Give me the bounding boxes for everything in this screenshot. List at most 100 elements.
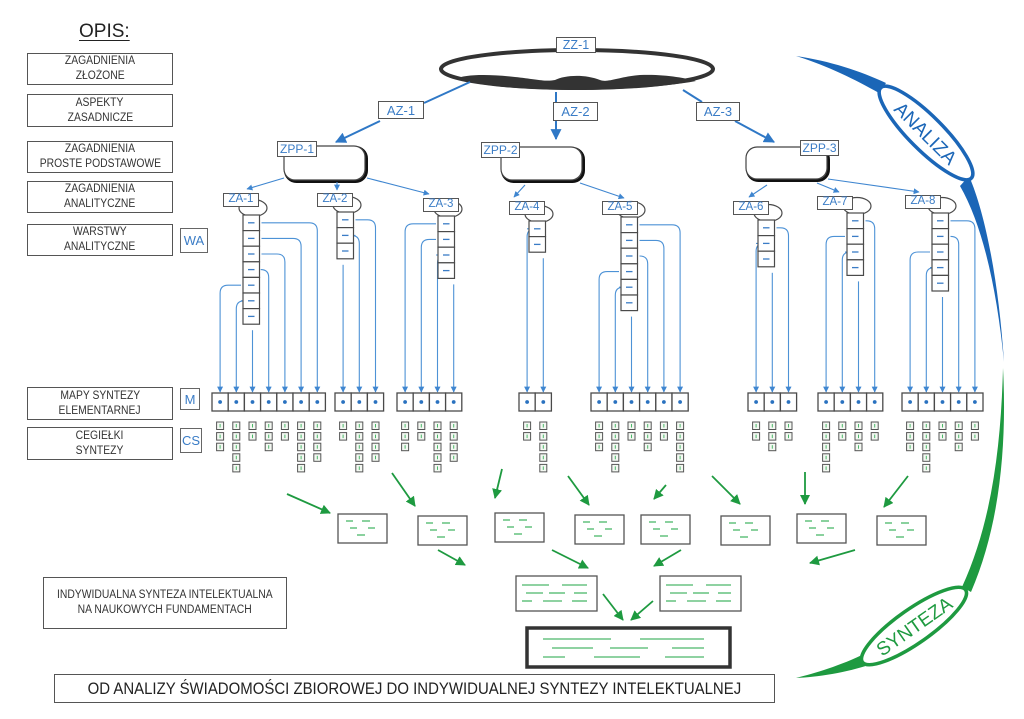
- analysis-arc-lower: [960, 176, 1004, 362]
- synthesis-map-dot: [613, 400, 618, 404]
- analytic-issue-label: ZA-4: [509, 201, 545, 215]
- synthesis-map-dot: [908, 400, 912, 404]
- legend-line: ZAGADNIENIA: [64, 143, 136, 155]
- analytic-issue-group: [817, 196, 884, 473]
- elementary-synthesis-box: [574, 514, 625, 545]
- analytic-issue-group: [901, 196, 984, 473]
- layer-connector: [261, 253, 288, 393]
- synthesis-arrow: [492, 468, 503, 499]
- synthesis-arrow: [883, 475, 909, 508]
- elementary-synthesis-box: [876, 515, 927, 546]
- synthesis-map-dot: [754, 400, 758, 404]
- analytic-issue-group: [211, 198, 327, 473]
- legend-tag-cs: CS: [180, 428, 202, 453]
- elementary-synthesis-box-frame: [720, 515, 771, 546]
- synthesis-map-dot: [872, 400, 877, 404]
- layer-connector: [217, 284, 241, 393]
- layer-connector: [596, 271, 619, 393]
- synthesis-map-dot: [283, 400, 287, 404]
- legend-line: ELEMENTARNEJ: [58, 404, 142, 417]
- synthesis-arrow: [653, 484, 667, 500]
- legend-line: WARSTWY: [73, 226, 127, 238]
- synthesis-arrow: [809, 549, 856, 566]
- synthesis-map-dot: [266, 400, 271, 404]
- synthesis-map-dot: [924, 400, 929, 404]
- analytic-issue-label: ZA-7: [817, 196, 853, 210]
- elementary-synthesis-box-frame: [876, 515, 927, 546]
- arrow-zpp2-za5: [579, 182, 625, 200]
- basic-issue-box-2: [500, 146, 585, 183]
- analysis-arc-upper: [796, 56, 886, 93]
- synthesis-map-dot: [403, 400, 407, 404]
- synthesis-map-dot: [315, 400, 320, 404]
- synthesis-map-dot: [973, 400, 977, 404]
- elementary-synthesis-box: [337, 513, 388, 544]
- analytic-issue-label: ZA-2: [317, 193, 353, 207]
- synthesis-arrow: [437, 549, 466, 566]
- legend-line: ANALITYCZNE: [64, 198, 136, 210]
- diagram-title: OD ANALIZY ŚWIADOMOŚCI ZBIOROWEJ DO INDY…: [54, 674, 775, 703]
- layer-connector: [402, 223, 436, 393]
- synthesis-map-dot: [956, 400, 961, 404]
- basic-issue-label-3: ZPP-3: [800, 140, 839, 156]
- aspect-label-3: AZ-3: [696, 102, 740, 121]
- layer-connector: [639, 255, 651, 393]
- layer-connector: [418, 238, 436, 393]
- layer-connector: [261, 222, 321, 393]
- synthesis-map-dot: [824, 400, 828, 404]
- elementary-synthesis-box-frame: [494, 512, 545, 543]
- legend-basic-issues: ZAGADNIENIA PROSTE PODSTAWOWE: [27, 141, 173, 173]
- arrow-az3-zpp3: [734, 120, 775, 143]
- synthesis-map-dot: [629, 400, 634, 404]
- generated-structure: [211, 195, 984, 669]
- analytic-issue-group: [332, 195, 385, 473]
- layer-connector: [261, 237, 305, 393]
- legend-line: NA NAUKOWYCH FUNDAMENTACH: [77, 604, 253, 616]
- synthesis-map-dot: [786, 400, 791, 404]
- synthesis-map-dot: [435, 400, 440, 404]
- synthesis-arrows: [286, 468, 909, 621]
- layer-connector: [865, 220, 878, 393]
- elementary-synthesis-box: [640, 514, 691, 545]
- layer-connector: [823, 235, 845, 393]
- legend-line: CEGIEŁKI: [76, 429, 124, 442]
- arrow-zpp3-za7: [816, 182, 840, 193]
- analytic-issue-label: ZA-1: [223, 193, 259, 207]
- synthesis-map-dot: [341, 400, 345, 404]
- individual-synthesis-box: [525, 626, 732, 669]
- aspect-label-2: AZ-2: [553, 102, 598, 121]
- synthesis-map-dot: [678, 400, 682, 404]
- layer-connector: [355, 219, 379, 393]
- elementary-synthesis-box-frame: [796, 513, 847, 544]
- legend-synthesis-blocks: CEGIEŁKI SYNTEZY: [27, 427, 173, 460]
- connector-zz-az3: [682, 89, 703, 103]
- legend-line: PROSTE PODSTAWOWE: [39, 158, 161, 170]
- synthesis-arrow: [551, 549, 589, 569]
- elementary-synthesis-box: [796, 513, 847, 544]
- arrow-zpp3-za6: [748, 184, 768, 198]
- legend-fundamental-aspects: ASPEKTY ZASADNICZE: [27, 94, 173, 127]
- legend-line: INDYWIDUALNA SYNTEZA INTELEKTUALNA: [57, 589, 273, 601]
- legend-title: OPIS:: [79, 21, 130, 42]
- layer-connector: [639, 224, 684, 393]
- legend-line: ZAGADNIENIA: [64, 183, 136, 195]
- connector-zz-az1: [423, 81, 471, 104]
- elementary-synthesis-box-frame: [337, 513, 388, 544]
- elementary-synthesis-box: [720, 515, 771, 546]
- elementary-synthesis-box-frame: [574, 514, 625, 545]
- synthesis-map-dot: [597, 400, 601, 404]
- synthesis-map-dot: [373, 400, 378, 404]
- synthesis-arrow: [602, 593, 624, 621]
- complex-issue-depth-shape: [455, 74, 696, 90]
- legend-line: ZAGADNIENIA: [64, 55, 136, 67]
- synthesis-map-dot: [218, 400, 223, 404]
- synthesis-map-dot: [234, 400, 239, 404]
- legend-analytic-layers: WARSTWY ANALITYCZNE: [27, 224, 173, 256]
- analytic-issue-group: [590, 200, 689, 473]
- analytic-issue-label: ZA-5: [602, 201, 638, 215]
- legend-tag-wa: WA: [180, 228, 208, 253]
- arrow-zpp1-za1: [246, 177, 285, 191]
- diagram-title-text: OD ANALIZY ŚWIADOMOŚCI ZBIOROWEJ DO INDY…: [87, 678, 742, 698]
- legend-tag-m: M: [180, 388, 200, 410]
- legend-analytic-issues: ZAGADNIENIA ANALITYCZNE: [27, 181, 173, 213]
